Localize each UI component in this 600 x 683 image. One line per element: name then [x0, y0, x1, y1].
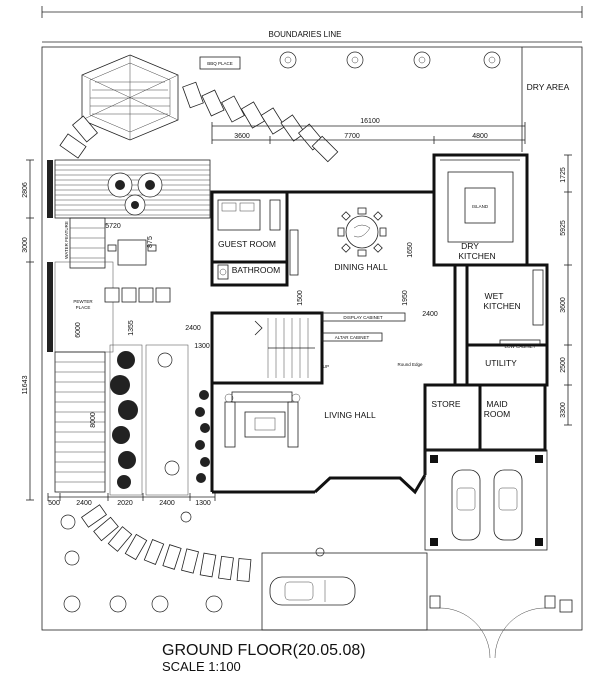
- dim-3600: 3600: [234, 133, 250, 140]
- house-walls: [210, 153, 549, 495]
- stepping-stones-top: [59, 81, 339, 163]
- dim-7700: 7700: [344, 133, 360, 140]
- dim-16100: 16100: [360, 118, 380, 125]
- carport: [424, 449, 548, 551]
- display-cabinet-hall: [321, 312, 406, 322]
- boundary-dimension-line: [41, 6, 583, 43]
- dim-1355: 1355: [128, 320, 135, 336]
- driveway: [261, 552, 428, 631]
- dim-2400-hall: 2400: [185, 325, 201, 332]
- bathroom-fixtures: [217, 264, 229, 280]
- dim-1300-hall: 1300: [194, 343, 210, 350]
- trees-bottom: [60, 511, 325, 613]
- staircase: [254, 318, 315, 378]
- stepping-stones-bottom: [80, 504, 252, 582]
- dim-1725: 1725: [560, 167, 567, 183]
- main-gate: [429, 595, 573, 659]
- altar-cabinet-label: ALTAR CABINET: [335, 335, 370, 340]
- dim-5720: 5720: [105, 223, 121, 230]
- dim-4800: 4800: [472, 133, 488, 140]
- drawing-scale: SCALE 1:100: [162, 659, 241, 674]
- dim-2400-bottom-a: 2400: [76, 500, 92, 507]
- dim-1950: 1950: [402, 290, 409, 306]
- altar-cabinet: [321, 332, 383, 342]
- dim-3000: 3000: [22, 237, 29, 253]
- dim-500: 500: [48, 500, 60, 507]
- display-cabinet-label: DISPLAY CABINET: [343, 315, 383, 320]
- hedge-living-left: [195, 390, 210, 483]
- dim-2500: 2500: [560, 357, 567, 373]
- dry-kitchen-label-2: KITCHEN: [458, 251, 495, 261]
- kitchen-island: [447, 171, 514, 243]
- island-label: ISLAND: [472, 204, 489, 209]
- utility-label: UTILITY: [485, 358, 517, 368]
- dim-1500: 1500: [297, 290, 304, 306]
- store-label: STORE: [431, 399, 460, 409]
- pewter-place-label-1: PEWTER: [73, 299, 93, 304]
- maid-room-label-2: ROOM: [484, 409, 510, 419]
- trees-top: [279, 51, 501, 69]
- lawn-strip: [145, 344, 189, 496]
- guest-room-label: GUEST ROOM: [218, 239, 276, 249]
- lawn-tree-2: [164, 460, 180, 476]
- dim-11643: 11643: [22, 375, 29, 394]
- living-hall-label: LIVING HALL: [324, 410, 376, 420]
- dim-1300-bottom: 1300: [195, 500, 211, 507]
- guest-room-furniture: [217, 199, 281, 231]
- planter-row: [104, 287, 171, 303]
- bbq-place: [199, 56, 241, 70]
- dim-2020: 2020: [117, 500, 133, 507]
- dim-8000: 8000: [90, 412, 97, 428]
- living-hall-furniture: [224, 391, 301, 448]
- left-dimension-chain: [26, 159, 34, 501]
- pewter-place-label-2: PLACE: [76, 305, 91, 310]
- dim-6000: 6000: [75, 322, 82, 338]
- wet-kitchen-label-1: WET: [485, 291, 504, 301]
- dim-3300: 3300: [560, 402, 567, 418]
- outdoor-table-set: [107, 239, 157, 266]
- dining-table: [337, 207, 387, 257]
- dim-2400-stair: 2400: [422, 311, 438, 318]
- boundaries-line-label: BOUNDARIES LINE: [269, 30, 342, 39]
- bbq-place-label: BBQ PLACE: [207, 61, 233, 66]
- water-feature: [69, 217, 106, 269]
- lawn-tree-1: [157, 352, 173, 368]
- display-cabinet-dining: [289, 229, 299, 276]
- timber-deck-lower: [54, 351, 106, 493]
- low-cabinet-label: LOW CABINET: [504, 344, 535, 349]
- pebble-strip-top: [47, 160, 53, 218]
- drawing-title: GROUND FLOOR(20.05.08): [162, 642, 366, 659]
- round-edge-label: Round Edge: [397, 362, 423, 367]
- dim-875: 875: [147, 236, 154, 248]
- maid-room-label-1: MAID: [486, 399, 507, 409]
- dining-hall-label: DINING HALL: [334, 262, 388, 272]
- shrubs-top-left: [107, 172, 163, 216]
- dim-3600-right: 3600: [560, 297, 567, 313]
- bathroom-label: BATHROOM: [232, 265, 280, 275]
- dim-5925: 5925: [560, 220, 567, 236]
- bottom-dimension-chain: [47, 493, 216, 501]
- right-dimension-chain: [564, 154, 572, 426]
- dim-2806: 2806: [22, 182, 29, 198]
- wet-kitchen-label-2: KITCHEN: [483, 301, 520, 311]
- top-dimension-chain: [211, 122, 526, 144]
- garden-strip-shrubs: [109, 344, 143, 496]
- dim-2400-bottom-b: 2400: [159, 500, 175, 507]
- dim-1650: 1650: [407, 242, 414, 258]
- dry-kitchen-label-1: DRY: [461, 241, 479, 251]
- water-feature-label: WATER FEATURE: [64, 221, 69, 259]
- dry-area-label: DRY AREA: [527, 82, 570, 92]
- wet-kitchen-counter: [499, 269, 544, 345]
- hexagonal-gazebo: [81, 54, 179, 141]
- stair-up-label: UP: [323, 364, 329, 369]
